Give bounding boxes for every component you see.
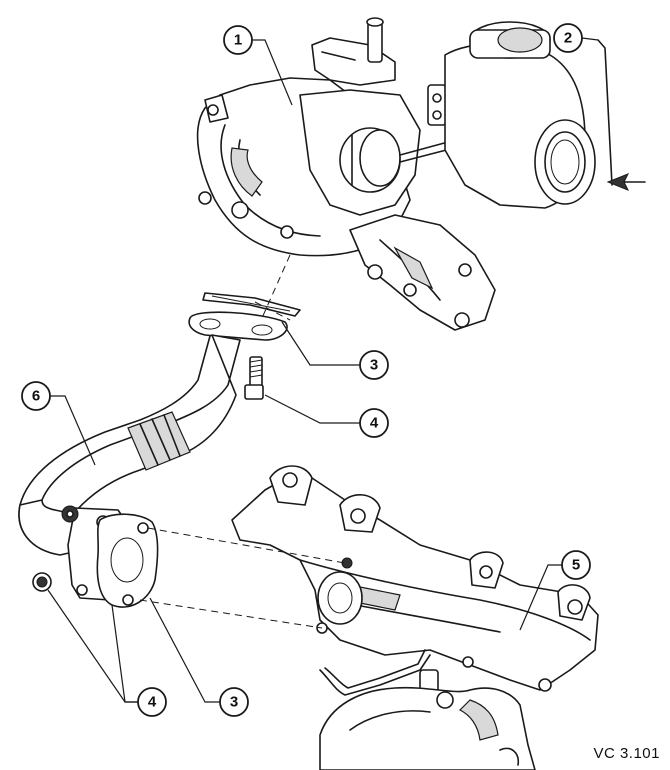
turbocharger — [196, 17, 596, 331]
exhaust-manifold — [231, 465, 599, 692]
callout-6: 6 — [21, 381, 51, 411]
reference-code: VC 3.101 — [593, 745, 660, 762]
gasket-upper — [202, 292, 301, 317]
svg-text:2: 2 — [564, 30, 572, 47]
svg-text:3: 3 — [230, 694, 238, 711]
lower-turbocharger — [319, 686, 536, 770]
svg-text:4: 4 — [148, 694, 157, 711]
callout-1: 1 — [223, 25, 253, 55]
svg-text:3: 3 — [370, 357, 378, 374]
svg-text:6: 6 — [32, 388, 40, 405]
loose-nut — [32, 572, 52, 592]
gasket-lower — [96, 513, 159, 608]
stud-bolt — [244, 356, 264, 400]
svg-text:5: 5 — [572, 557, 580, 574]
callout-3-upper: 3 — [359, 350, 389, 380]
airflow-arrow — [597, 39, 646, 191]
callout-5: 5 — [561, 550, 591, 580]
callout-4-upper: 4 — [359, 408, 389, 438]
callout-2: 2 — [553, 23, 583, 53]
callout-3-lower: 3 — [219, 687, 249, 717]
callout-4-lower: 4 — [137, 687, 167, 717]
svg-text:1: 1 — [234, 32, 242, 49]
alignment-lines — [139, 254, 346, 629]
svg-text:4: 4 — [370, 415, 379, 432]
leader-lines — [47, 37, 599, 703]
